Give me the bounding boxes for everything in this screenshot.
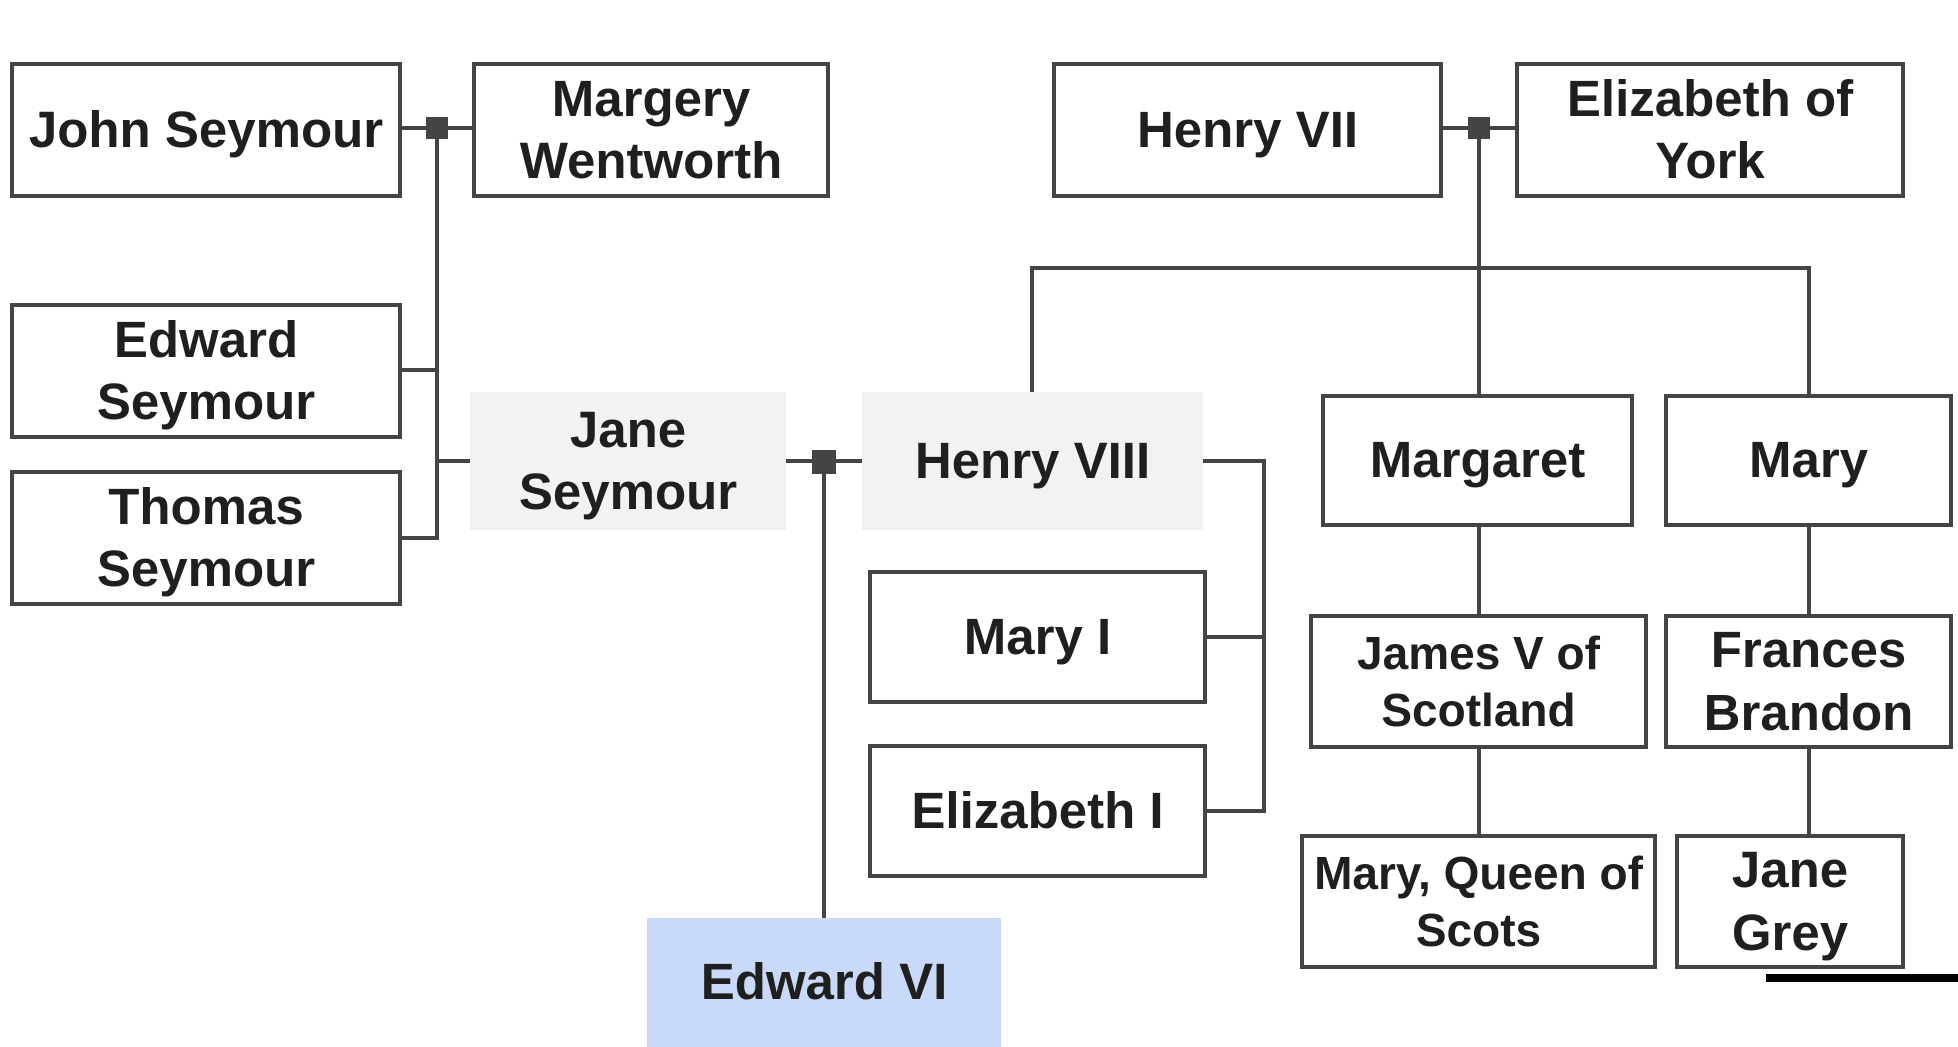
person-mary-i: Mary I bbox=[868, 570, 1207, 704]
person-name: Thomas Seymour bbox=[96, 477, 316, 597]
person-name: Margaret bbox=[1369, 431, 1586, 489]
person-elizabeth-i: Elizabeth I bbox=[868, 744, 1207, 878]
person-john-seymour: John Seymour bbox=[10, 62, 402, 198]
person-name: Elizabeth of York bbox=[1566, 69, 1854, 189]
person-name: Frances Brandon bbox=[1703, 621, 1914, 741]
person-name: James V of Scotland bbox=[1357, 627, 1600, 736]
person-jane-seymour: Jane Seymour bbox=[470, 392, 786, 530]
person-margaret: Margaret bbox=[1321, 394, 1634, 527]
person-name: Henry VIII bbox=[914, 431, 1151, 489]
person-mary: Mary bbox=[1664, 394, 1953, 527]
person-james-v-of-scotland: James V of Scotland bbox=[1309, 614, 1648, 749]
person-edward-seymour: Edward Seymour bbox=[10, 303, 402, 439]
person-frances-brandon: Frances Brandon bbox=[1664, 614, 1953, 749]
person-margery-wentworth: Margery Wentworth bbox=[472, 62, 830, 198]
marriage-knot-henry-jane bbox=[812, 450, 836, 474]
marriage-knot-seymour bbox=[426, 117, 448, 139]
person-henry-viii: Henry VIII bbox=[862, 392, 1203, 530]
person-name: Elizabeth I bbox=[911, 781, 1164, 839]
person-name: Mary I bbox=[963, 607, 1112, 665]
person-mary-queen-of-scots: Mary, Queen of Scots bbox=[1300, 834, 1657, 969]
person-name: Mary bbox=[1748, 431, 1869, 489]
person-name: Mary, Queen of Scots bbox=[1314, 847, 1643, 956]
person-name: Jane Grey bbox=[1731, 841, 1849, 961]
person-thomas-seymour: Thomas Seymour bbox=[10, 470, 402, 606]
person-name: John Seymour bbox=[28, 100, 384, 158]
person-name: Edward VI bbox=[700, 953, 948, 1011]
marriage-knot-tudor bbox=[1468, 117, 1490, 139]
person-name: Margery Wentworth bbox=[519, 69, 783, 189]
person-name: Jane Seymour bbox=[518, 400, 738, 520]
person-edward-vi: Edward VI bbox=[647, 918, 1001, 1047]
person-elizabeth-of-york: Elizabeth of York bbox=[1515, 62, 1905, 198]
person-henry-vii: Henry VII bbox=[1052, 62, 1443, 198]
person-name: Edward Seymour bbox=[96, 310, 316, 430]
person-name: Henry VII bbox=[1136, 100, 1359, 158]
person-jane-grey: Jane Grey bbox=[1675, 834, 1905, 969]
